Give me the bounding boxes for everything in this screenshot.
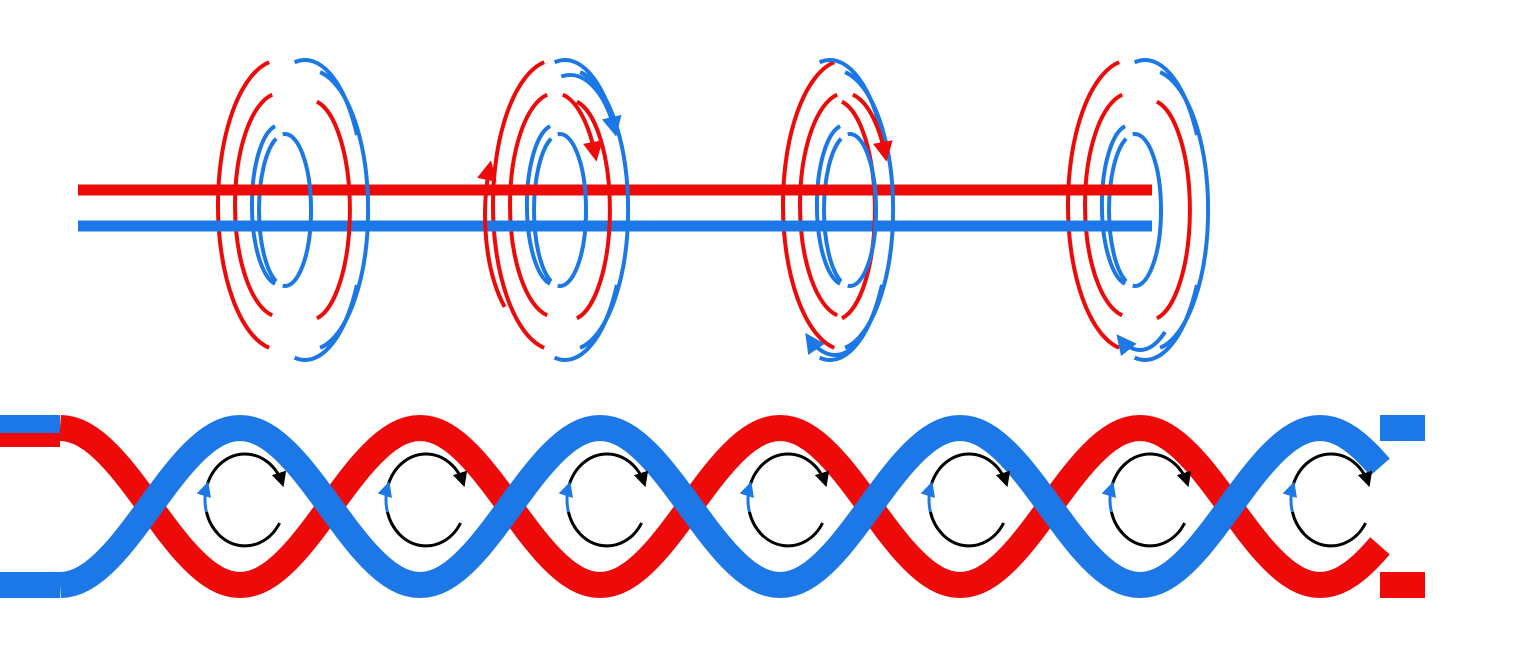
loop-0-inner-left [257,137,278,283]
circ-arrow-bottom-4 [928,511,1005,548]
circ-arrow-blue-5 [1101,481,1116,513]
arrow-red-3 [851,92,893,162]
loop-1-0-right-arc [575,99,612,321]
loop-1-outer-bottom [553,284,619,362]
loop-3-0-right-arc [1155,99,1192,321]
circ-arrow-top-2 [567,452,649,488]
loop-0-outer-top [293,58,359,136]
circ-arrow-top-6 [1291,452,1373,488]
loop-1-2-left-arc [490,60,545,350]
loop-1-1-left-arc [508,92,549,318]
circ-arrow-blue-3 [739,481,754,513]
circ-arrow-bottom-5 [1109,511,1186,548]
circ-arrow-top-3 [748,452,830,488]
loop-2-inner-left [822,137,843,283]
loop-2-outer-top [818,58,884,136]
loop-3-outer-bottom [1133,284,1199,362]
circ-arrow-blue-4 [920,481,935,513]
loop-0-inner-right [282,132,313,288]
circ-arrow-blue-2 [558,481,573,513]
loop-0-0-right-arc [315,99,352,321]
loop-1-0-left-arc [524,124,552,286]
loop-3-0-left-arc [1099,124,1127,286]
loop-2-2-left-arc [780,60,835,350]
circ-arrow-blue-6 [1282,481,1297,513]
blue-strand [59,414,1390,599]
circ-arrow-bottom-3 [747,511,824,548]
circulation-arrows [196,452,1373,548]
loop-3-inner-left [1107,137,1128,283]
arrow-blue-2 [805,332,865,357]
field-loops-back [215,60,1128,350]
loop-0-1-left-arc [233,92,274,318]
red-strand [59,414,1390,599]
loop-3-2-left-arc [1065,60,1120,350]
loop-2-0-right-arc [840,99,877,321]
loop-3-outer-top [1133,58,1199,136]
twisted-pair-panel [0,414,1425,599]
field-loops-front [282,58,1211,362]
circ-arrow-bottom-0 [204,511,281,548]
parallel-wires-panel [78,58,1211,362]
circ-arrow-bottom-6 [1290,511,1367,548]
twisted-strands [0,414,1425,599]
loop-3-1-left-arc [1083,92,1124,318]
loop-1-inner-right [557,132,588,288]
circ-arrow-blue-1 [377,481,392,513]
loop-2-0-left-arc [814,124,842,286]
circ-arrow-top-5 [1110,452,1192,488]
loop-2-inner-right [847,132,878,288]
arrow-blue-3 [1116,330,1167,357]
circ-arrow-top-4 [929,452,1011,488]
circ-arrow-bottom-2 [566,511,643,548]
loop-0-0-left-arc [249,124,277,286]
circ-arrow-blue-0 [196,481,211,513]
loop-1-inner-left [532,137,553,283]
loop-2-1-left-arc [798,92,839,318]
loop-3-inner-right [1132,132,1163,288]
loop-0-outer-bottom [293,284,359,362]
arrow-red-1 [561,92,603,162]
circ-arrow-top-0 [205,452,287,488]
circ-arrow-bottom-1 [385,511,462,548]
arrow-red-2 [477,160,507,308]
loop-0-2-left-arc [215,60,270,350]
circ-arrow-top-1 [386,452,468,488]
arrow-blue-1 [560,72,622,137]
